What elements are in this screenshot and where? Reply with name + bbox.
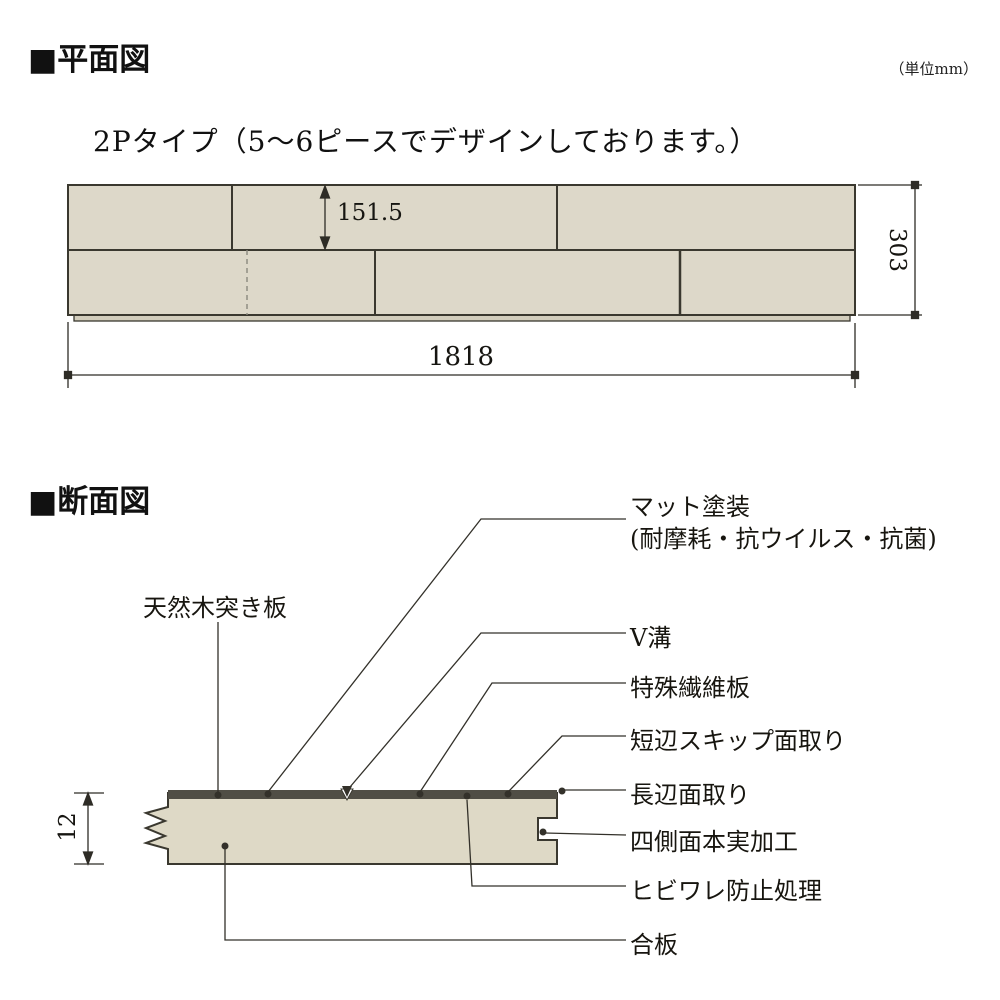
plan-dimension-lines [63, 180, 922, 388]
label-v-groove: V溝 [630, 624, 672, 652]
leader-tongue-groove [544, 832, 627, 836]
section-drawing [142, 788, 558, 865]
dim-total-width: 303 [884, 228, 910, 272]
v-groove-arrowhead [342, 786, 352, 797]
dim-total-length: 1818 [427, 342, 495, 372]
plan-view-heading: ■平面図 [28, 42, 151, 78]
plan-subtitle: 2Pタイプ（5〜6ピースでデザインしております。） [93, 125, 759, 158]
section-leader-markers [214, 786, 566, 850]
cross-section-heading: ■断面図 [28, 484, 151, 520]
label-plywood: 合板 [630, 931, 678, 959]
label-coating-line2: (耐摩耗・抗ウイルス・抗菌) [630, 525, 937, 554]
label-short-edge-chamfer: 短辺スキップ面取り [630, 727, 846, 755]
label-coating-line1: マット塗装 [630, 493, 750, 521]
plan-drawing [67, 184, 856, 322]
leader-plywood [224, 849, 626, 941]
leader-v-groove [349, 632, 626, 788]
label-long-edge-chamfer: 長辺面取り [630, 781, 750, 809]
plank-body-profile [142, 792, 558, 865]
label-coating: マット塗装 (耐摩耗・抗ウイルス・抗菌) [630, 491, 937, 556]
dim-piece-width: 151.5 [337, 200, 403, 226]
label-fiberboard: 特殊繊維板 [630, 674, 750, 702]
leader-crack-prevention [466, 799, 626, 887]
label-crack-prevention: ヒビワレ防止処理 [630, 877, 822, 905]
leader-short-chamfer [507, 735, 626, 793]
unit-note: （単位mm） [889, 60, 978, 78]
dim-thickness: 12 [55, 812, 81, 842]
thickness-dimension-lines [74, 791, 104, 866]
veneer-coating-layer [168, 790, 557, 799]
leader-coating [267, 518, 626, 793]
label-tongue-and-groove: 四側面本実加工 [630, 828, 798, 856]
section-leader-lines [217, 518, 627, 941]
label-veneer: 天然木突き板 [143, 594, 287, 622]
leader-fiberboard [419, 682, 626, 793]
